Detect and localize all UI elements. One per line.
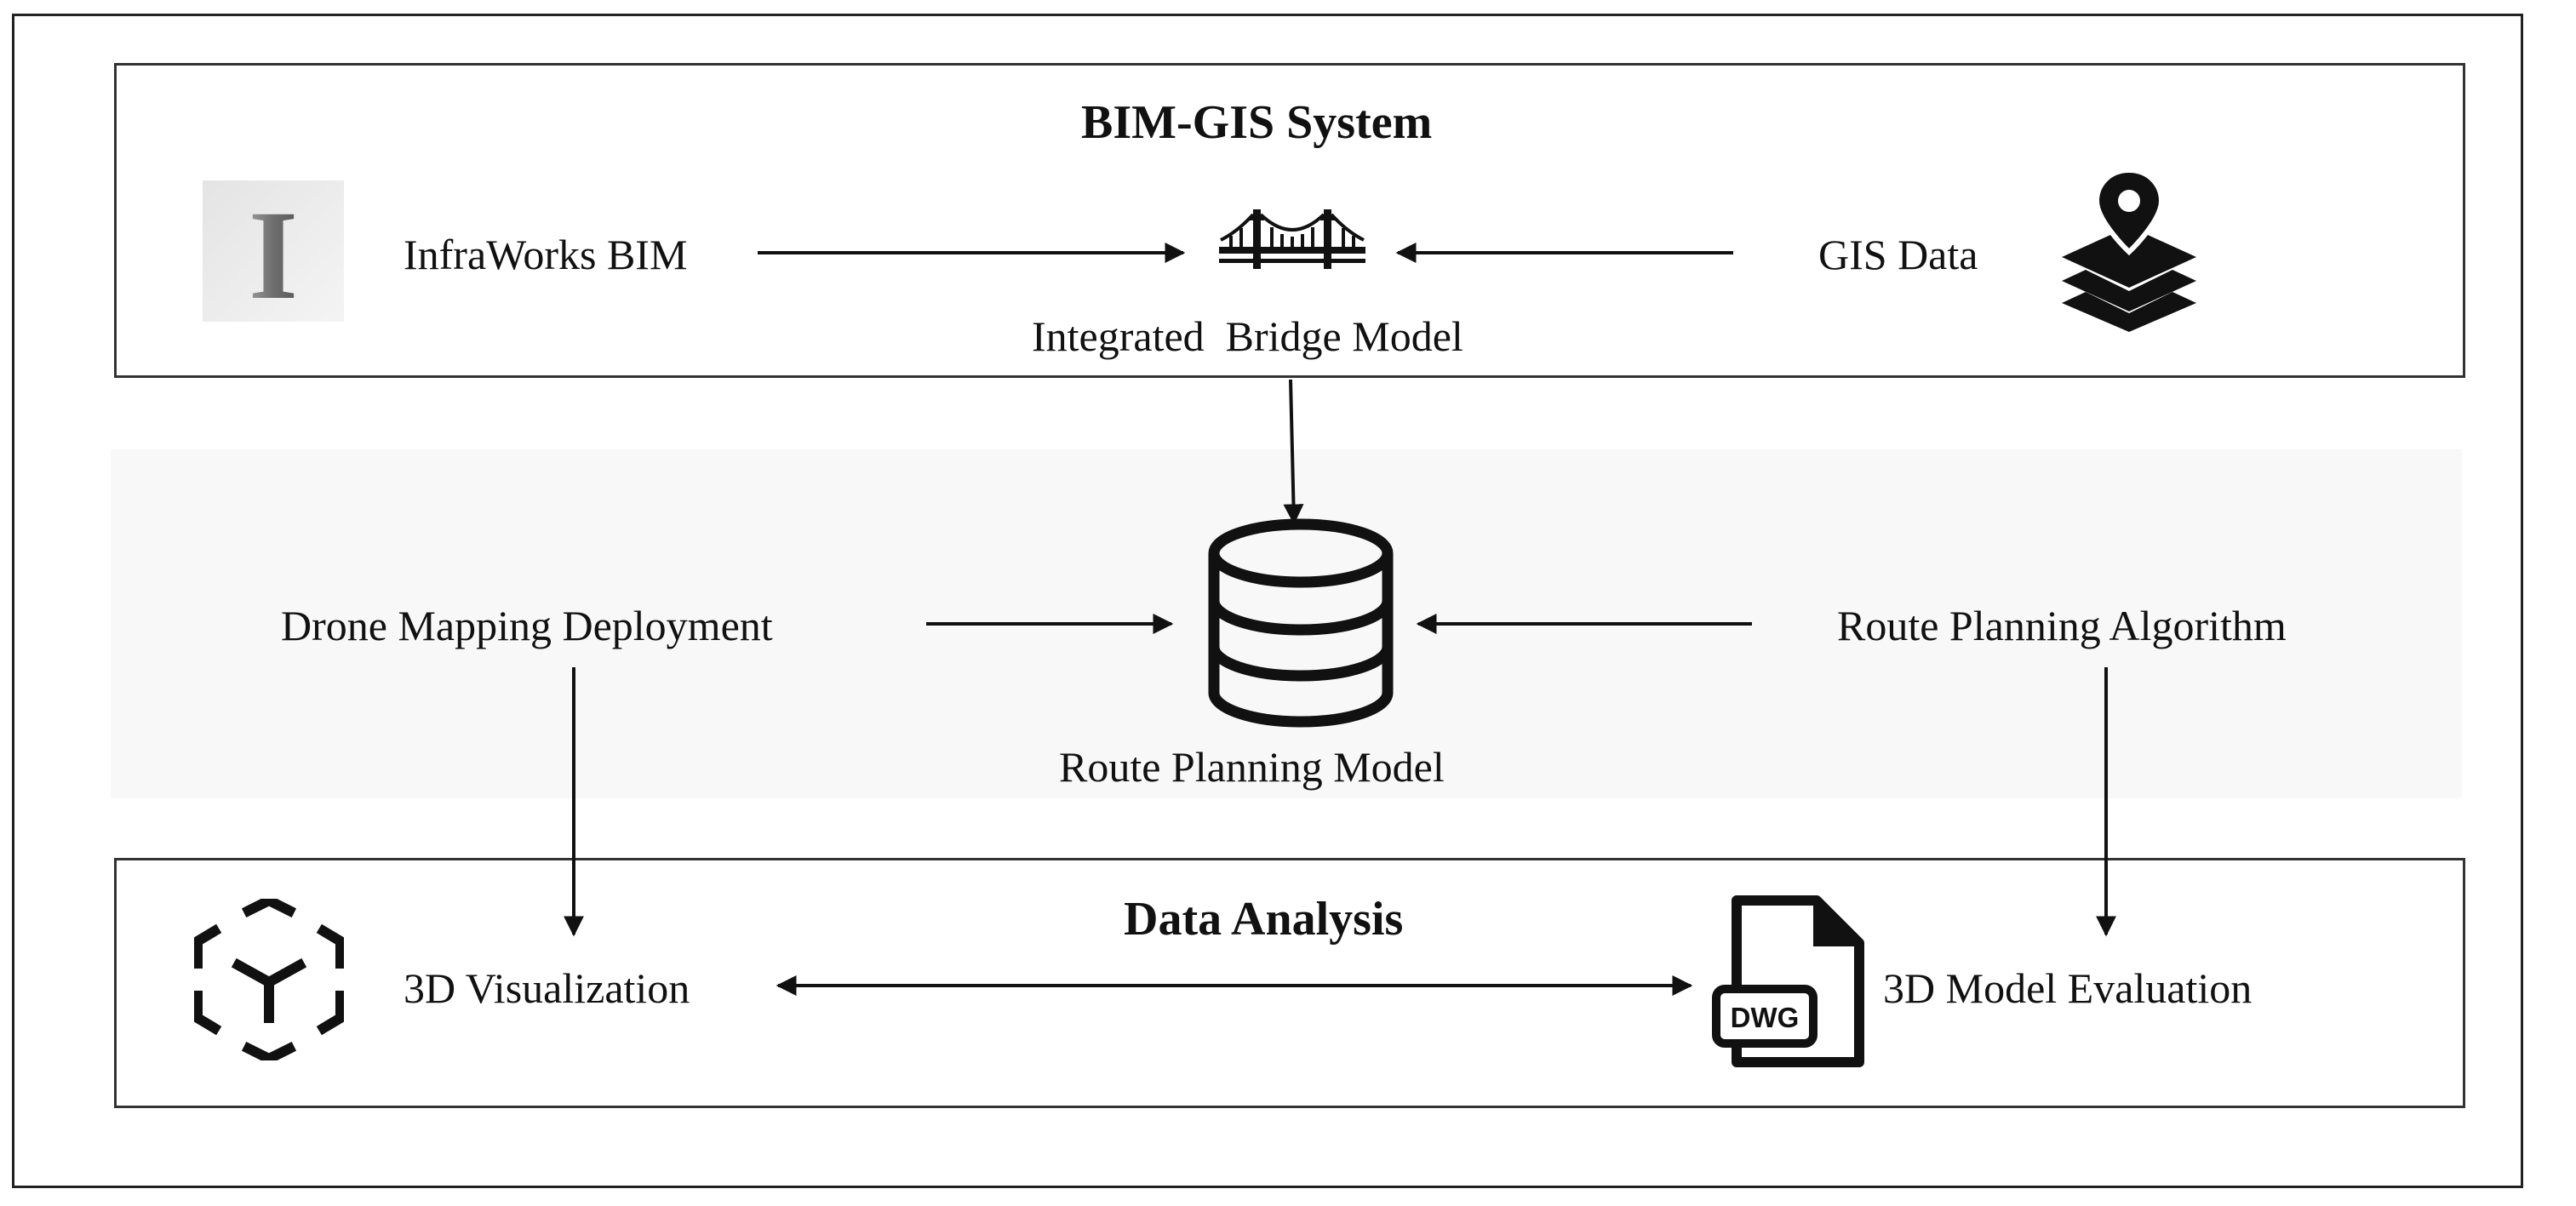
gis-data-label: GIS Data	[1818, 231, 1978, 278]
infraworks-logo-icon: I	[203, 180, 344, 326]
dwg-badge-text: DWG	[1731, 1002, 1800, 1033]
bridge-icon	[1219, 206, 1365, 279]
bim-gis-panel	[114, 63, 2465, 378]
infraworks-bim-label: InfraWorks BIM	[404, 231, 688, 278]
dwg-file-icon: DWG	[1711, 895, 1868, 1069]
figure-frame	[12, 14, 2523, 1188]
integrated-bridge-model-label: Integrated Bridge Model	[1032, 312, 1463, 360]
route-planning-model-label: Route Planning Model	[1059, 743, 1445, 791]
3d-model-evaluation-label: 3D Model Evaluation	[1883, 964, 2253, 1012]
map-layers-pin-icon	[2060, 167, 2198, 334]
arrow-bridge-to-database	[1283, 379, 1304, 525]
drone-mapping-deployment-label: Drone Mapping Deployment	[281, 602, 773, 649]
infraworks-logo-letter: I	[249, 185, 298, 322]
bim-gis-title: BIM-GIS System	[1081, 96, 1433, 149]
route-planning-algorithm-label: Route Planning Algorithm	[1837, 602, 2287, 649]
3d-visualization-label: 3D Visualization	[404, 964, 690, 1012]
data-analysis-title: Data Analysis	[1124, 893, 1404, 946]
3d-cube-icon	[192, 894, 346, 1065]
